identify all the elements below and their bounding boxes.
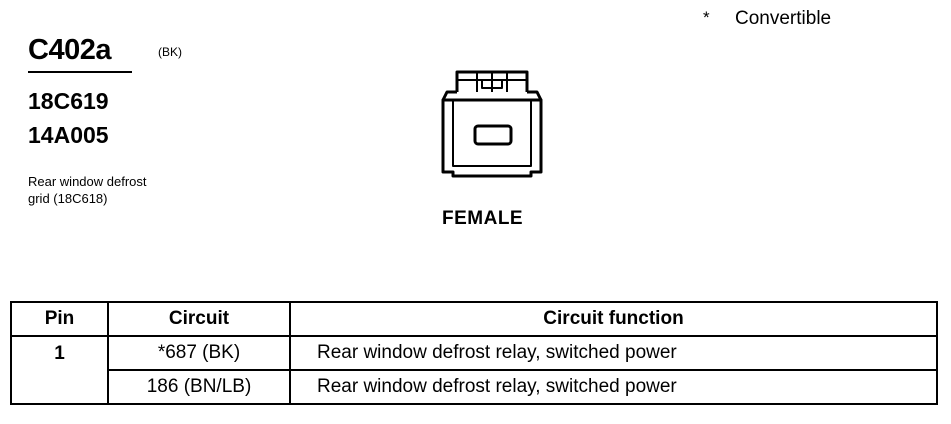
connector-shoulder: [441, 90, 457, 101]
table-header-row: Pin Circuit Circuit function: [10, 301, 938, 337]
column-header-circuit-function: Circuit function: [289, 301, 938, 337]
connector-description: Rear window defrost grid (18C618): [28, 173, 228, 207]
description-line: grid (18C618): [28, 191, 108, 206]
table-row: 1 *687 (BK) Rear window defrost relay, s…: [10, 335, 938, 405]
part-number: 14A005: [28, 122, 109, 148]
pin-number: 1: [10, 335, 109, 405]
part-number: 18C619: [28, 88, 109, 114]
connector-shoulder: [527, 90, 543, 101]
connector-latch-detail: [481, 80, 503, 89]
circuit-code: 186 (BN/LB): [107, 369, 291, 405]
circuit-function: Rear window defrost relay, switched powe…: [289, 335, 938, 371]
connector-id-underline: [28, 71, 132, 73]
circuit-code: *687 (BK): [107, 335, 291, 371]
table-row: 186 (BN/LB) Rear window defrost relay, s…: [11, 369, 938, 405]
column-header-pin: Pin: [10, 301, 109, 337]
footnote-label: Convertible: [735, 8, 832, 29]
connector-gender-label: FEMALE: [442, 208, 524, 229]
footnote-symbol: *: [703, 8, 710, 27]
connector-body: [441, 98, 543, 178]
connector-color-code: (BK): [158, 45, 182, 59]
pin-table: Pin Circuit Circuit function 1 *687 (BK)…: [10, 301, 938, 405]
circuit-function: Rear window defrost relay, switched powe…: [289, 369, 938, 405]
pin-cavity: [473, 124, 513, 146]
connector-id: C402a: [28, 34, 111, 66]
connector-body-inner: [452, 100, 532, 167]
connector-face-diagram: [441, 70, 543, 178]
column-header-circuit: Circuit: [107, 301, 291, 337]
description-line: Rear window defrost: [28, 174, 147, 189]
